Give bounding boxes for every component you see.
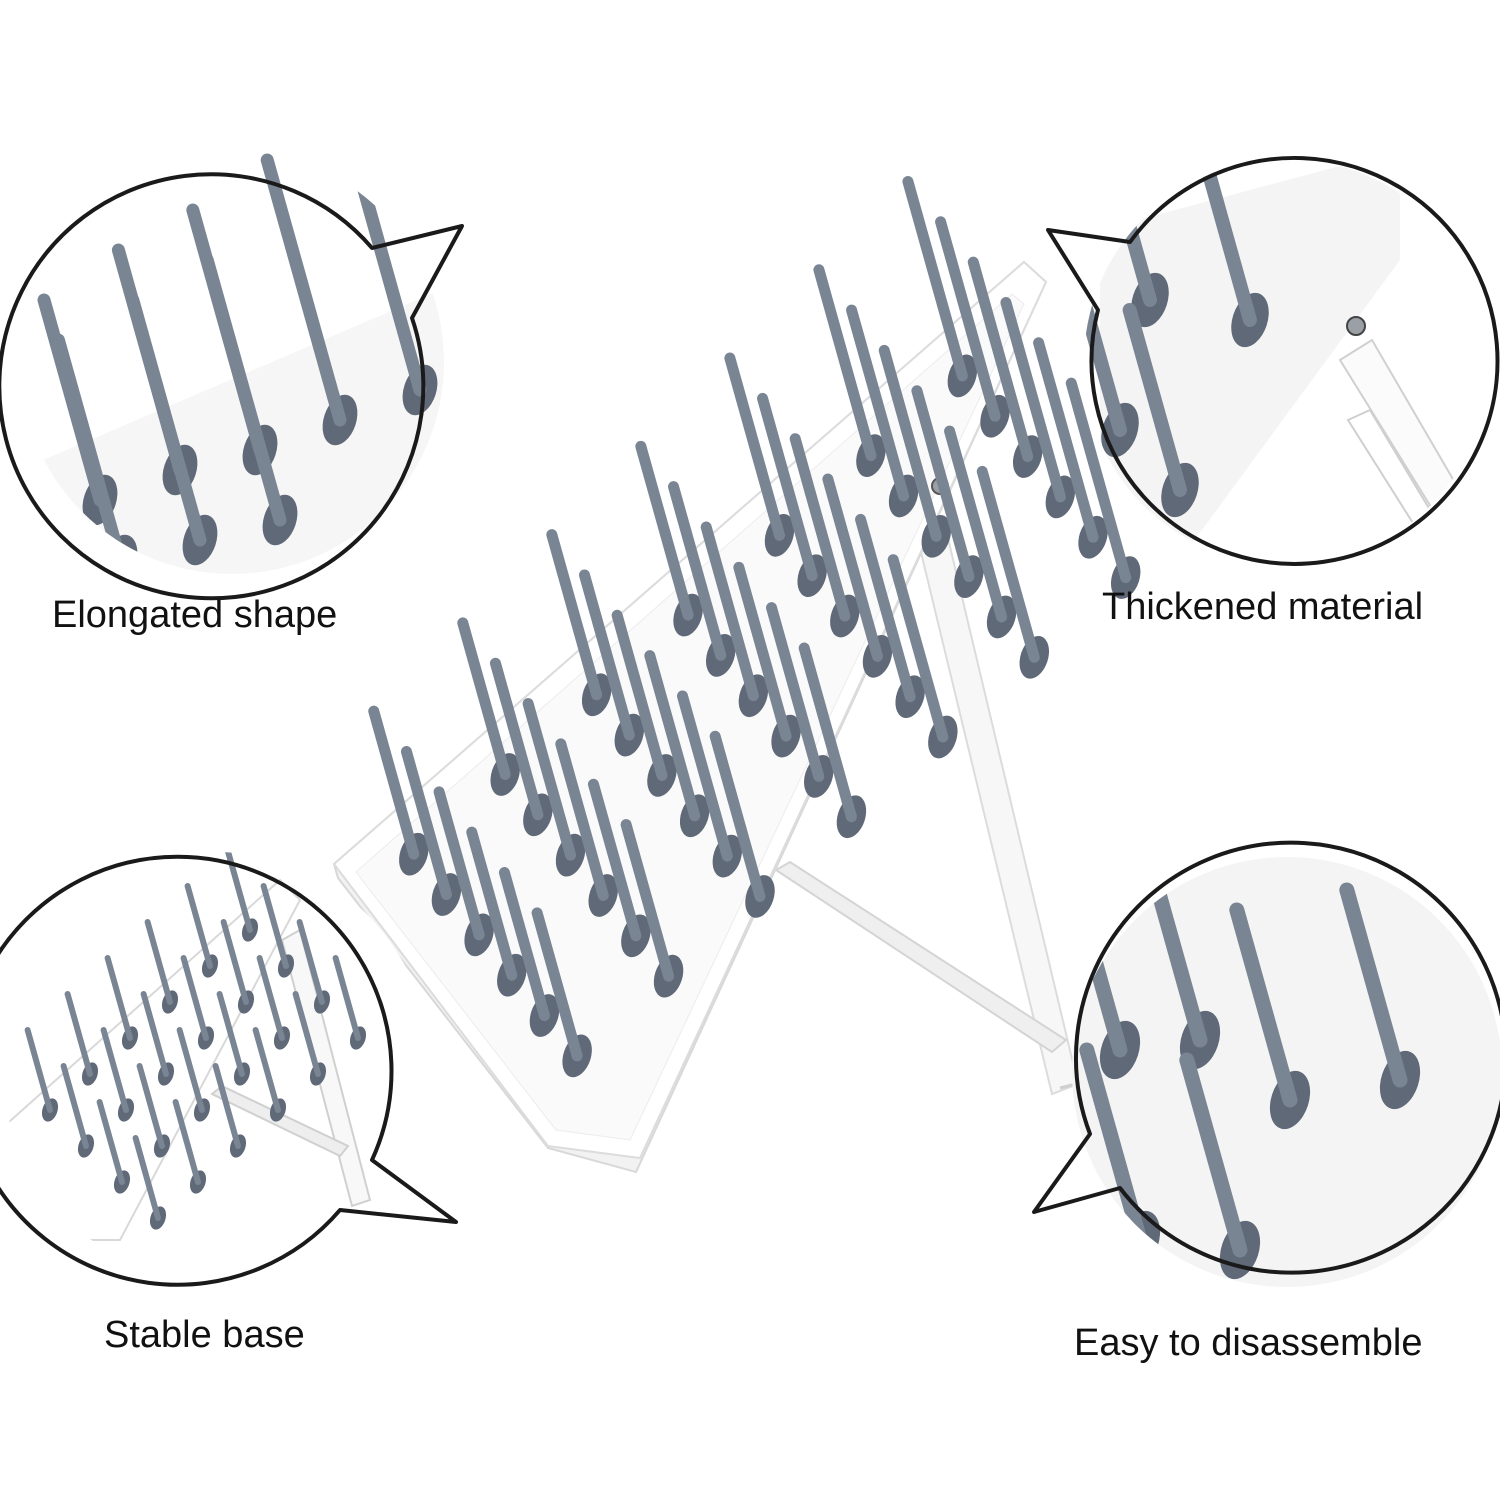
peg <box>522 698 586 877</box>
peg <box>1339 882 1421 1110</box>
peg <box>176 1027 211 1122</box>
peg <box>855 513 925 719</box>
callout-stable-base <box>0 852 458 1287</box>
zoom-image-pegs <box>20 150 444 574</box>
peg <box>635 440 703 637</box>
peg <box>967 256 1043 478</box>
peg <box>200 253 298 546</box>
drying-rack <box>332 175 1141 1174</box>
peg <box>587 778 651 958</box>
caption-thickened-material: Thickened material <box>1102 586 1424 628</box>
rack-crossbar <box>774 860 1068 1054</box>
peg <box>357 183 438 416</box>
peg <box>578 569 645 757</box>
peg <box>252 1027 287 1122</box>
callout-bubble-outline <box>1046 155 1500 566</box>
peg <box>887 554 958 759</box>
peg <box>798 642 867 839</box>
peg <box>531 907 592 1078</box>
peg <box>709 730 775 918</box>
callout-bubble-outline <box>1032 840 1500 1275</box>
peg <box>1065 377 1141 599</box>
peg <box>676 690 743 878</box>
peg <box>976 465 1050 679</box>
peg <box>220 919 255 1014</box>
peg <box>700 521 769 718</box>
caption-easy-to-disassemble: Easy to disassemble <box>1074 1322 1423 1364</box>
caption-stable-base: Stable base <box>104 1314 305 1356</box>
peg <box>644 650 710 838</box>
peg <box>96 1099 131 1194</box>
peg <box>724 352 795 557</box>
peg <box>104 955 139 1050</box>
peg <box>292 991 327 1086</box>
peg <box>64 991 99 1086</box>
zoom-image-base <box>2 852 430 1280</box>
peg <box>911 385 984 598</box>
peg <box>400 746 462 916</box>
peg <box>260 153 358 446</box>
peg <box>332 955 367 1050</box>
zoom-image-frame <box>1084 159 1490 565</box>
peg <box>144 919 179 1014</box>
peg <box>140 991 175 1086</box>
peg <box>902 175 978 398</box>
callout-thickened-material <box>1046 155 1500 566</box>
peg <box>489 657 553 837</box>
peg <box>184 883 219 978</box>
peg <box>256 955 291 1050</box>
peg <box>935 216 1010 438</box>
peg <box>789 433 860 638</box>
peg <box>668 481 736 677</box>
peg <box>813 264 886 477</box>
peg <box>878 344 952 558</box>
peg <box>24 1027 59 1122</box>
peg <box>1000 296 1076 519</box>
callout-elongated-shape <box>0 150 464 601</box>
peg <box>296 919 331 1014</box>
peg <box>368 705 429 876</box>
peg <box>136 1063 171 1158</box>
peg <box>126 293 218 566</box>
peg <box>555 738 618 917</box>
peg <box>212 1063 247 1158</box>
peg <box>1122 303 1199 518</box>
callout-easy-to-disassemble <box>1032 840 1500 1287</box>
peg <box>822 473 893 678</box>
peg <box>433 786 494 957</box>
peg <box>260 883 295 978</box>
peg <box>846 304 919 518</box>
caption-elongated-shape: Elongated shape <box>52 594 338 636</box>
peg <box>766 602 834 798</box>
peg <box>132 1135 167 1230</box>
rack-pegs <box>368 175 1141 1078</box>
peg <box>216 991 251 1086</box>
peg <box>733 561 801 758</box>
peg <box>620 819 684 998</box>
peg <box>611 609 677 797</box>
peg <box>457 617 520 796</box>
peg <box>60 1063 95 1158</box>
peg <box>944 425 1017 639</box>
peg <box>180 955 215 1050</box>
peg <box>757 392 827 598</box>
peg <box>546 529 612 717</box>
peg <box>498 867 560 1037</box>
peg <box>172 1099 207 1194</box>
callout-bubble-outline <box>0 172 464 601</box>
peg <box>466 826 527 997</box>
peg <box>100 1027 135 1122</box>
peg <box>1033 337 1108 559</box>
zoom-image-closeup <box>1072 857 1500 1287</box>
callout-bubble-outline <box>0 854 458 1287</box>
peg <box>1229 902 1311 1130</box>
